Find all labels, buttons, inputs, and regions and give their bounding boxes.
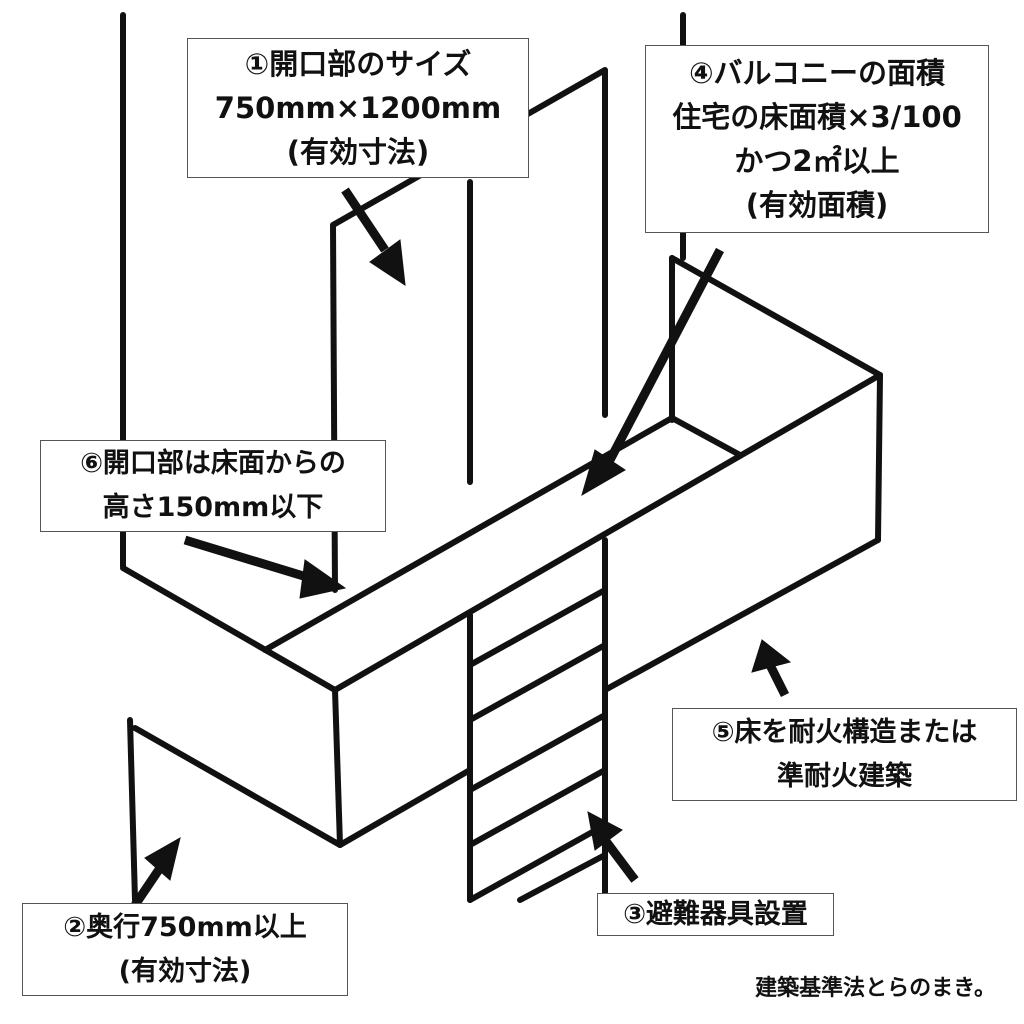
balcony-top-front-edge [332,372,883,693]
arrow-opening-height [183,535,312,583]
lower-wall [127,717,343,903]
arrow-head-icon [369,239,406,287]
ladder-rungs [467,587,608,903]
credit-text: 建築基準法とらのまき。 [755,976,996,1001]
label-opening-size: ①開口部のサイズ 750mm×1200mm (有効寸法) [187,38,529,178]
ladder-rails [467,537,608,903]
label-fireproof-floor: ⑤床を耐火構造または 準耐火建築 [672,708,1017,801]
balcony-front-face [332,687,343,848]
label-text: ⑤床を耐火構造または [711,716,978,748]
arrow-depth [131,865,164,908]
arrow-opening-size [341,187,389,253]
label-text: 住宅の床面積×3/100 [672,100,962,134]
arrow-head-icon [751,639,792,673]
label-text: ⑥開口部は床面からの [80,448,346,479]
label-depth: ②奥行750mm以上 (有効寸法) [22,903,348,996]
label-text: (有効寸法) [118,955,252,987]
balcony-inner-edge [262,415,743,653]
balcony-bottom-edge [337,767,473,848]
arrow-head-icon [299,559,347,599]
balcony-bottom-edge-right [602,537,881,693]
arrow-escape [601,837,639,883]
label-opening-height: ⑥開口部は床面からの 高さ150mm以下 [40,440,386,532]
label-escape-device: ③避難器具設置 [597,893,834,936]
arrow-balcony-area [606,247,724,463]
label-balcony-area: ④バルコニーの面積 住宅の床面積×3/100 かつ2㎡以上 (有効面積) [645,45,989,233]
arrow-head-icon [144,836,181,881]
label-text: (有効寸法) [286,135,430,169]
label-text: かつ2㎡以上 [734,144,900,178]
balcony-top-left-edge [120,565,338,693]
label-text: ③避難器具設置 [623,898,808,930]
label-text: (有効面積) [745,188,889,222]
arrow-head-icon [587,811,623,851]
balcony-right-face [875,372,883,543]
arrow-fireproof [765,662,790,698]
label-text: 準耐火建築 [777,760,912,792]
label-text: ①開口部のサイズ [244,47,472,81]
label-text: ②奥行750mm以上 [63,911,307,943]
label-text: 高さ150mm以下 [102,492,324,523]
label-text: ④バルコニーの面積 [689,56,945,90]
label-text: 750mm×1200mm [214,91,502,125]
arrow-head-icon [581,449,626,497]
